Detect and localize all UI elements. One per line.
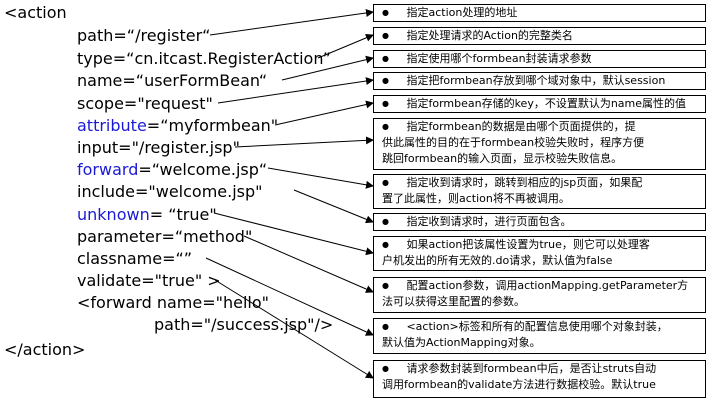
note-box-forward: ● 指定收到请求时，跳转到相应的jsp页面，如果配 置了此属性，则action将…	[373, 174, 706, 209]
bullet-icon: ●	[382, 322, 389, 331]
note-text: 配置action参数，调用actionMapping.getParameter方	[406, 279, 689, 292]
note-line: ● <action>标签和所有的配置信息使用哪个对象封装，	[382, 319, 701, 335]
note-box-type: ● 指定处理请求的Action的完整类名	[373, 27, 706, 45]
bullet-icon: ●	[382, 99, 389, 108]
note-box-path: ● 指定action处理的地址	[373, 4, 706, 22]
arrow-scope	[217, 77, 374, 104]
note-text: 指定收到请求时，进行页面包含。	[406, 215, 572, 228]
code-line-path: path=“/register“	[77, 26, 211, 45]
note-line: 置了此属性，则action将不再被调用。	[382, 192, 570, 205]
bullet-icon: ●	[382, 217, 389, 226]
note-line: ● 请求参数封装到formbean中后，是否让struts自动	[382, 361, 701, 377]
note-line: ● 指定收到请求时，跳转到相应的jsp页面，如果配	[382, 175, 701, 191]
note-text: 指定action处理的地址	[406, 6, 518, 19]
bullet-icon: ●	[382, 122, 389, 131]
bullet-icon: ●	[382, 240, 389, 249]
arrow-classname	[205, 257, 374, 336]
note-line: 跳回formbean的输入页面，显示校验失败信息。	[382, 152, 623, 165]
code-line-forward-path: path="/success.jsp"/>	[154, 315, 334, 334]
arrow-name	[281, 55, 374, 81]
code-line-parameter: parameter=“method"	[77, 227, 253, 246]
code-close-tag: </action>	[4, 340, 86, 359]
arrow-forward	[267, 167, 374, 189]
note-text: <action>标签和所有的配置信息使用哪个对象封装，	[406, 320, 668, 333]
note-text: 如果action把该属性设置为true，则它可以处理客	[406, 238, 650, 251]
bullet-icon: ●	[382, 364, 389, 373]
note-box-scope: ● 指定把formbean存放到哪个域对象中，默认session	[373, 72, 706, 90]
bullet-icon: ●	[382, 76, 389, 85]
arrow-unknown	[213, 212, 374, 256]
note-line: 默认值为ActionMapping对象。	[382, 336, 541, 349]
note-line: 户机发出的所有无效的.do请求，默认值为false	[382, 254, 613, 267]
code-line-unknown: unknown= “true"	[77, 206, 217, 224]
attribute-value: =“myformbean"	[146, 116, 279, 135]
note-text: 指定处理请求的Action的完整类名	[406, 29, 573, 42]
forward-key: forward	[77, 160, 139, 179]
arrow-attribute	[274, 100, 374, 126]
note-box-validate: ● 请求参数封装到formbean中后，是否让struts自动 调用formbe…	[373, 360, 706, 398]
arrow-path	[209, 9, 374, 36]
bullet-icon: ●	[382, 8, 389, 17]
forward-value: =“welcome.jsp“	[138, 160, 268, 179]
note-text: 指定收到请求时，跳转到相应的jsp页面，如果配	[406, 176, 643, 189]
unknown-key: unknown	[77, 205, 150, 224]
note-box-unknown: ● 如果action把该属性设置为true，则它可以处理客 户机发出的所有无效的…	[373, 236, 706, 271]
note-text: 指定把formbean存放到哪个域对象中，默认session	[406, 74, 666, 87]
note-box-classname: ● <action>标签和所有的配置信息使用哪个对象封装， 默认值为Action…	[373, 318, 706, 354]
note-text: 指定使用哪个formbean封装请求参数	[406, 52, 592, 65]
bullet-icon: ●	[382, 31, 389, 40]
note-text: 指定formbean的数据是由哪个页面提供的，提	[406, 120, 636, 133]
arrow-input	[234, 136, 374, 148]
arrow-parameter	[243, 235, 374, 293]
code-line-name: name=“userFormBean“	[77, 71, 268, 90]
note-line: ● 配置action参数，调用actionMapping.getParamete…	[382, 278, 701, 294]
note-line: 法可以获得这里配置的参数。	[382, 295, 525, 308]
note-box-input: ● 指定formbean的数据是由哪个页面提供的，提 供此属性的目的在于form…	[373, 118, 706, 170]
bullet-icon: ●	[382, 178, 389, 187]
note-text: 请求参数封装到formbean中后，是否让struts自动	[406, 362, 657, 375]
code-line-input: input="/register.jsp"	[77, 138, 240, 157]
unknown-value: = “true"	[149, 205, 217, 224]
attribute-key: attribute	[77, 116, 147, 135]
code-line-attribute: attribute=“myformbean"	[77, 117, 278, 135]
bullet-icon: ●	[382, 281, 389, 290]
note-box-name: ● 指定使用哪个formbean封装请求参数	[373, 50, 706, 68]
note-line: ● 如果action把该属性设置为true，则它可以处理客	[382, 237, 701, 253]
bullet-icon: ●	[382, 54, 389, 63]
code-line-scope: scope="request"	[77, 94, 213, 113]
note-line: 调用formbean的validate方法进行数据校验。默认true	[382, 378, 656, 391]
code-line-type: type=“cn.itcast.RegisterAction”	[77, 49, 331, 68]
code-line-validate: validate="true" >	[77, 271, 221, 290]
code-line-forward: forward=“welcome.jsp“	[77, 161, 267, 179]
note-text: 指定formbean存储的key，不设置默认为name属性的值	[406, 97, 687, 110]
note-line: ● 指定formbean的数据是由哪个页面提供的，提	[382, 119, 701, 135]
note-box-include: ● 指定收到请求时，进行页面包含。	[373, 213, 706, 231]
note-box-attribute: ● 指定formbean存储的key，不设置默认为name属性的值	[373, 95, 706, 113]
arrow-validate	[214, 279, 374, 379]
code-line-forward-tag: <forward name="hello"	[77, 293, 269, 312]
code-open-tag: <action	[4, 3, 67, 22]
code-line-include: include="welcome.jsp"	[77, 182, 263, 201]
note-box-parameter: ● 配置action参数，调用actionMapping.getParamete…	[373, 277, 706, 313]
arrow-type	[317, 34, 374, 59]
code-line-classname: classname=“”	[77, 249, 193, 268]
note-line: 供此属性的目的在于formbean校验失败时，程序方便	[382, 136, 645, 149]
arrow-include	[293, 189, 374, 224]
